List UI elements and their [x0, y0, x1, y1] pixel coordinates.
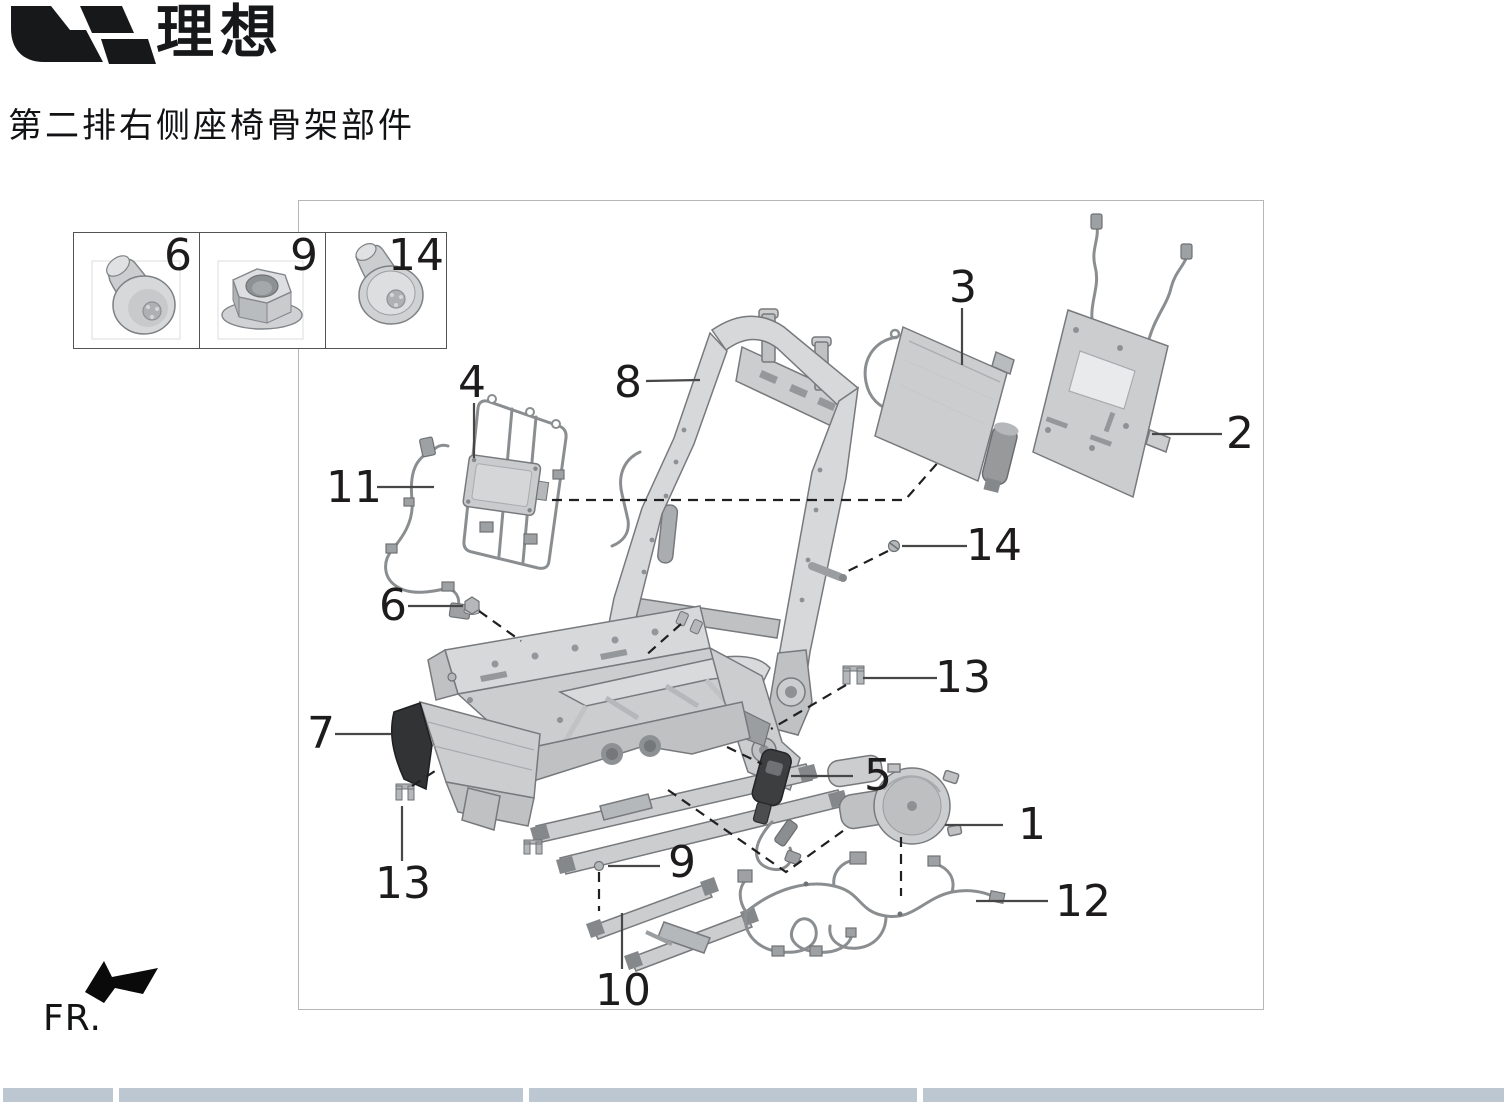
callout-5: 5: [864, 750, 892, 801]
inset-cell-part-9: 9: [200, 230, 326, 348]
callout-2: 2: [1226, 408, 1254, 459]
callout-12: 12: [1055, 876, 1111, 927]
inset-part-number: 14: [388, 230, 444, 281]
inset-part-number: 9: [290, 230, 318, 281]
callout-11: 11: [326, 462, 382, 513]
front-direction-arrow-icon: [85, 961, 158, 1003]
table-header-cell: [923, 1088, 1504, 1102]
callout-9: 9: [668, 837, 696, 888]
brand-wordmark: 理想: [156, 0, 285, 66]
front-direction-label: FR.: [43, 998, 102, 1039]
callout-8: 8: [614, 357, 642, 408]
torx-button-screw-icon: [355, 243, 424, 325]
table-header-cell: [119, 1088, 523, 1102]
inset-part-number: 6: [164, 230, 192, 281]
callout-1: 1: [1018, 799, 1046, 850]
hex-flange-nut-icon: [217, 260, 304, 340]
table-header-cell: [3, 1088, 113, 1102]
table-header-cell: [529, 1088, 917, 1102]
callout-4: 4: [458, 357, 486, 408]
callout-6: 6: [379, 580, 407, 631]
torx-flange-bolt-icon: [91, 255, 181, 340]
callout-3: 3: [949, 262, 977, 313]
li-auto-logo-icon: [11, 6, 156, 64]
inset-cell-part-6: 6: [74, 230, 200, 348]
callout-13-right: 13: [935, 652, 991, 703]
callout-13-left: 13: [375, 858, 431, 909]
callout-7: 7: [307, 708, 335, 759]
inset-cell-part-14: 14: [326, 230, 451, 348]
callout-14: 14: [966, 520, 1022, 571]
callout-10: 10: [595, 965, 651, 1016]
page-title: 第二排右侧座椅骨架部件: [8, 106, 415, 146]
fastener-inset-panel: 6 9 14: [73, 232, 447, 349]
